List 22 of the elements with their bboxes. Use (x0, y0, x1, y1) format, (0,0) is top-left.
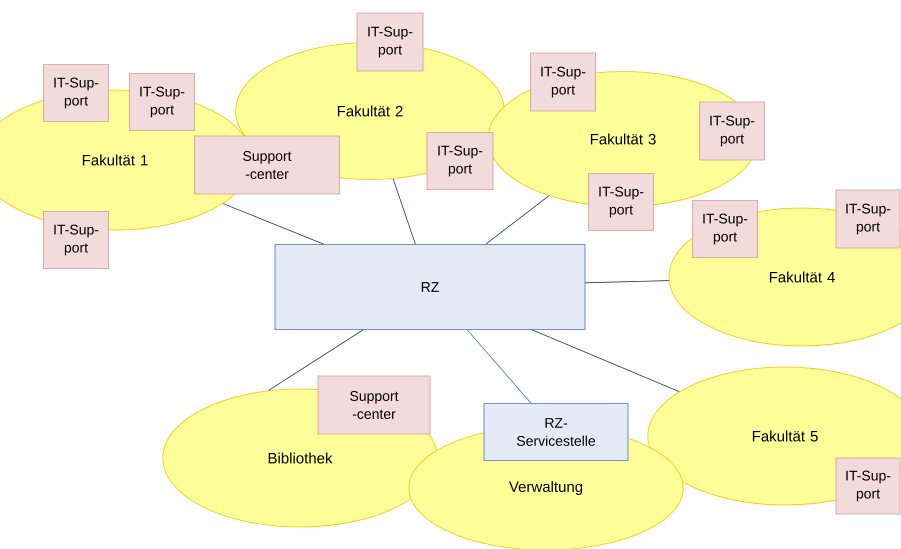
support-box: IT-Sup- port (43, 64, 109, 122)
process-box: RZ- Servicestelle (484, 403, 628, 461)
support-box: IT-Sup- port (356, 12, 424, 72)
support-box: IT-Sup- port (588, 173, 654, 231)
support-box: Support -center (318, 376, 430, 434)
connector-line (532, 330, 680, 392)
support-box: IT-Sup- port (129, 73, 195, 131)
connector-line (222, 203, 324, 244)
connector-line (268, 330, 364, 391)
support-box: IT-Sup- port (699, 102, 765, 160)
support-box: IT-Sup- port (836, 458, 900, 514)
support-box: IT-Sup- port (692, 200, 758, 258)
connector-line (585, 280, 670, 284)
support-box: IT-Sup- port (530, 52, 596, 112)
support-box: IT-Sup- port (426, 132, 494, 190)
support-box: Support -center (194, 136, 340, 194)
process-box: RZ (274, 244, 586, 330)
support-box: IT-Sup- port (43, 211, 109, 269)
support-box: IT-Sup- port (836, 190, 900, 248)
connector-line (392, 178, 416, 244)
connector-line (466, 330, 532, 404)
connector-line (485, 195, 550, 244)
